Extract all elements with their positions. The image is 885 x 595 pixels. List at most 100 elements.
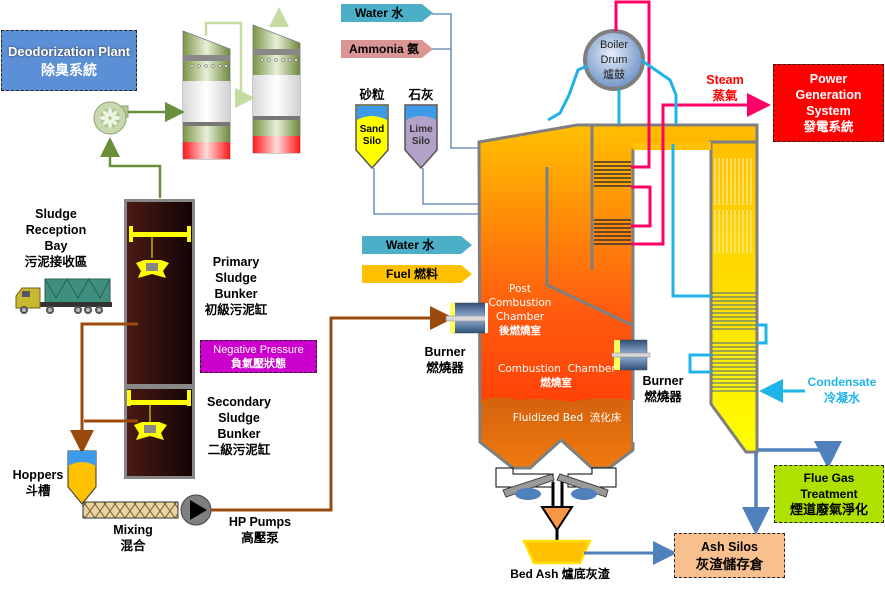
label-line: 爐鼓 bbox=[603, 69, 625, 81]
power-label-1: Power bbox=[809, 72, 848, 86]
label-line: 蒸氣 bbox=[712, 89, 738, 103]
water-input-tag-top: Water 水 bbox=[341, 4, 433, 22]
label-line: 初級污泥缸 bbox=[204, 303, 268, 317]
label-line: Mixing bbox=[113, 523, 153, 537]
label-line: Fluidized Bed 流化床 bbox=[512, 412, 622, 424]
label-line: Sludge bbox=[218, 411, 260, 425]
label-line: Burner bbox=[424, 345, 466, 359]
label-line: 冷凝水 bbox=[823, 391, 860, 405]
label-line: Chamber bbox=[495, 311, 545, 323]
hopper bbox=[67, 450, 97, 505]
sludge-truck-icon bbox=[15, 278, 112, 314]
label-line: 燃燒器 bbox=[644, 390, 682, 404]
burner-left-label: Burner 燃燒器 bbox=[420, 344, 470, 376]
label-line: Secondary bbox=[207, 395, 271, 409]
water-downcomer-line bbox=[671, 144, 711, 298]
post-combustion-label: Post Combustion Chamber 後燃燒室 bbox=[484, 282, 556, 338]
superheater-tubes-lower bbox=[594, 219, 631, 245]
primary-bunker-to-hopper-line bbox=[70, 322, 138, 483]
power-label-3: System bbox=[806, 104, 851, 118]
label-line: Bay bbox=[44, 239, 68, 253]
sludge-reception-label: Sludge Reception Bay 污泥接收區 bbox=[18, 206, 94, 270]
deodorization-label-zh: 除臭系統 bbox=[41, 61, 97, 78]
steam-label: Steam 蒸氣 bbox=[700, 72, 750, 104]
label-line: Lime bbox=[409, 124, 433, 135]
fuel-input-tag: Fuel 燃料 bbox=[362, 265, 472, 283]
label-line: 污泥接收區 bbox=[24, 255, 88, 269]
label-line: Steam bbox=[706, 73, 744, 87]
hp-pumps-label: HP Pumps 高壓泵 bbox=[225, 514, 295, 546]
flue-gas-label-2: Treatment bbox=[800, 487, 858, 501]
sand-silo bbox=[355, 104, 389, 170]
odor-scrubber-tower-2 bbox=[252, 24, 301, 154]
lime-silo-label: Lime Silo bbox=[405, 124, 437, 148]
boiler-drum-label: Boiler Drum 爐鼓 bbox=[589, 38, 639, 83]
hoppers-label: Hoppers 斗槽 bbox=[8, 467, 68, 499]
secondary-bunker-label: Secondary Sludge Bunker 二級污泥缸 bbox=[200, 394, 278, 458]
primary-sludge-bunker bbox=[124, 199, 195, 394]
bed-ash-bin bbox=[522, 539, 592, 565]
deodorization-label-en: Deodorization Plant bbox=[7, 43, 131, 59]
label-line: Sludge bbox=[215, 271, 257, 285]
ash-silos-label-en: Ash Silos bbox=[701, 539, 758, 554]
bed-ash-label: Bed Ash 爐底灰渣 bbox=[500, 566, 620, 582]
label-line: Primary bbox=[212, 255, 260, 269]
label-line: Bunker bbox=[217, 427, 261, 441]
crane-grab-primary-icon bbox=[129, 226, 191, 278]
ammonia-tag-label: Ammonia 氨 bbox=[349, 42, 420, 56]
hp-pump-icon bbox=[180, 494, 212, 526]
label-line: Bunker bbox=[214, 287, 258, 301]
econ-to-fluegas-line bbox=[758, 441, 842, 469]
combustion-chamber-label: Combustion Chamber 燃燒室 bbox=[498, 362, 616, 390]
label-line: Hoppers bbox=[12, 468, 64, 482]
water-drum-right-line bbox=[640, 58, 678, 124]
primary-bunker-label: Primary Sludge Bunker 初級污泥缸 bbox=[200, 254, 272, 318]
label-line: 燃燒室 bbox=[540, 377, 572, 389]
label-line: Boiler bbox=[599, 39, 629, 51]
odor-transfer-line bbox=[204, 21, 255, 108]
fluidized-bed-label: Fluidized Bed 流化床 bbox=[500, 411, 634, 425]
water-loop-left-line bbox=[688, 353, 711, 374]
mixing-screw-conveyor bbox=[82, 501, 179, 519]
negative-pressure-label-en: Negative Pressure bbox=[213, 343, 304, 356]
label-line: 高壓泵 bbox=[241, 531, 279, 545]
water-mid-tag-label: Water 水 bbox=[386, 238, 435, 252]
flue-gas-label-zh: 煙道廢氣淨化 bbox=[789, 502, 868, 517]
label-line: Sludge bbox=[35, 207, 77, 221]
deodorization-plant-box: Deodorization Plant 除臭系統 bbox=[1, 30, 137, 91]
label-line: 混合 bbox=[120, 539, 146, 553]
label-line: Combustion bbox=[488, 297, 552, 309]
power-generation-box: Power Generation System 發電系統 bbox=[773, 64, 884, 142]
fuel-tag-label: Fuel 燃料 bbox=[386, 267, 439, 281]
label-line: Condensate bbox=[807, 375, 877, 389]
condensate-label: Condensate 冷凝水 bbox=[804, 374, 880, 406]
label-line: Bed Ash 爐底灰渣 bbox=[510, 567, 610, 581]
label-line: Silo bbox=[362, 136, 382, 147]
label-line: Post bbox=[509, 283, 531, 295]
water-drum-left-line bbox=[547, 64, 588, 122]
water-loop-right-line bbox=[757, 323, 768, 345]
label-line: Drum bbox=[600, 54, 628, 66]
sand-feed-line bbox=[373, 168, 480, 215]
ash-silos-label-zh: 灰渣儲存倉 bbox=[695, 556, 764, 572]
economizer-column bbox=[633, 140, 759, 454]
label-line: 後燃燒室 bbox=[499, 325, 541, 337]
steam-loop-line-3 bbox=[631, 93, 771, 246]
power-label-zh: 發電系統 bbox=[803, 120, 854, 134]
mixing-label: Mixing 混合 bbox=[108, 522, 158, 554]
label-line: Combustion Chamber bbox=[498, 363, 616, 375]
lime-feed-line bbox=[422, 168, 480, 205]
sand-silo-label: Sand Silo bbox=[356, 124, 388, 148]
label-line: 燃燒器 bbox=[426, 361, 464, 375]
label-line: Silo bbox=[411, 136, 431, 147]
label-line: 二級污泥缸 bbox=[207, 443, 271, 457]
flue-gas-label-1: Flue Gas bbox=[803, 471, 855, 485]
water-ammonia-feed-line bbox=[432, 13, 480, 149]
blower-fan-icon bbox=[93, 101, 129, 135]
label-line: Burner bbox=[642, 374, 684, 388]
sand-silo-title: 砂粒 bbox=[359, 88, 385, 102]
odor-scrubber-tower-1 bbox=[182, 30, 231, 160]
burner-left-icon bbox=[445, 302, 489, 334]
ammonia-input-tag: Ammonia 氨 bbox=[341, 40, 433, 58]
label-line: Sand bbox=[359, 124, 385, 135]
